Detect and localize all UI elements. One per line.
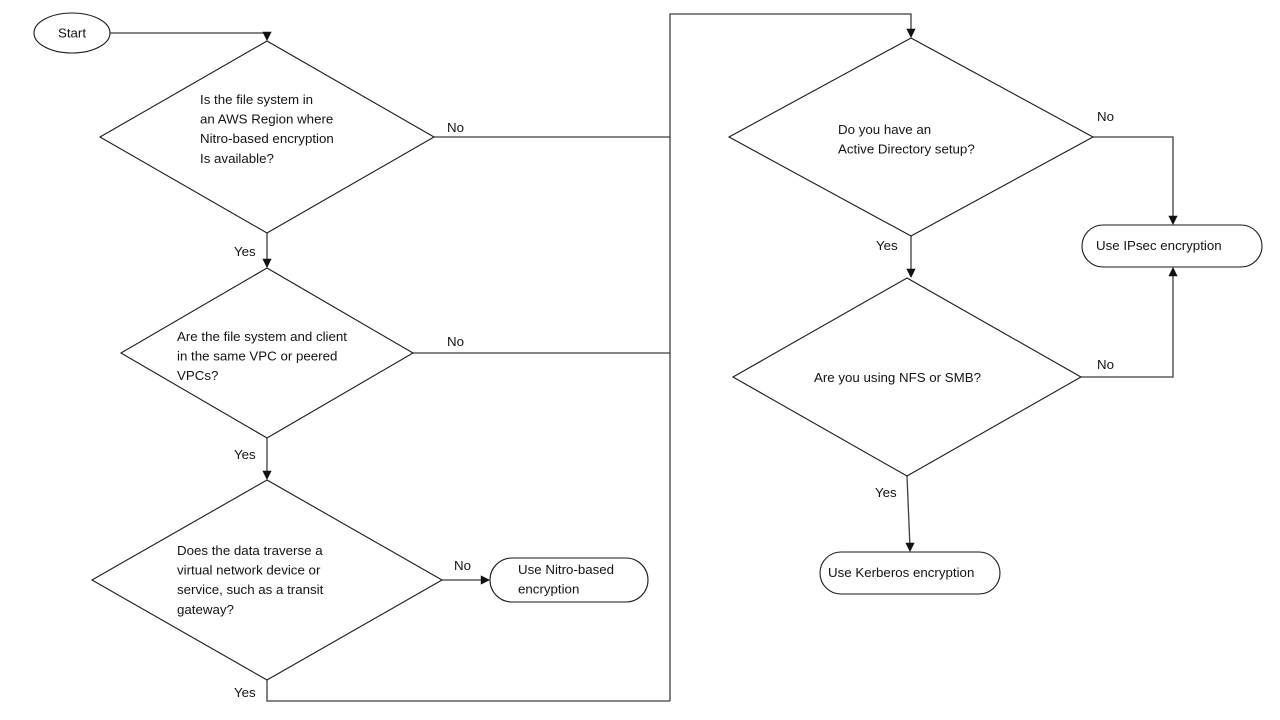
decision-nitro-region[interactable]: Is the file system in an AWS Region where… (98, 40, 436, 234)
result-nitro-based-encryption-label: Use Nitro-based encryption (518, 562, 614, 597)
decision-nitro-region-label-line: Is the file system in (200, 92, 313, 107)
decision-virtual-network-device-label-line: virtual network device or (177, 563, 321, 578)
decision-same-vpc-label-line: in the same VPC or peered (177, 349, 337, 364)
nodes-layer: Start Is the file system in an AWS Region … (33, 12, 1263, 681)
start-terminator-label: Start (58, 26, 86, 41)
edge-start-to-nitro-region (110, 31, 272, 41)
result-ipsec-encryption-label: Use IPsec encryption (1096, 238, 1222, 253)
decision-active-directory[interactable]: Do you have an Active Directory setup? (727, 37, 1095, 237)
edge-same-vpc-yes (262, 438, 272, 480)
edge-same-vpc-no-label: No (447, 334, 464, 349)
decision-same-vpc[interactable]: Are the file system and client in the sam… (119, 267, 415, 439)
result-nitro-based-encryption-shape[interactable] (489, 557, 649, 603)
decision-nfs-or-smb-label-line: Are you using NFS or SMB? (814, 370, 981, 385)
edge-nfs-or-smb-yes-arrowhead-icon (905, 542, 915, 552)
edge-virtual-network-device-no-label: No (454, 558, 471, 573)
decision-virtual-network-device-shape[interactable] (90, 479, 444, 681)
result-ipsec-encryption-shape[interactable] (1081, 224, 1263, 268)
decision-same-vpc-label-line: Are the file system and client (177, 329, 347, 344)
result-nitro-based-encryption[interactable]: Use Nitro-based encryption (489, 557, 649, 603)
edge-nfs-or-smb-no-arrowhead-icon (1168, 267, 1178, 277)
decision-virtual-network-device-label-line: Does the data traverse a (177, 543, 323, 558)
decision-nitro-region-label: Is the file system in an AWS Region where… (200, 92, 334, 166)
edge-left-riser-to-active-directory (669, 13, 916, 701)
result-kerberos-encryption-label-line: Use Kerberos encryption (828, 565, 974, 580)
edge-nfs-or-smb-no (1081, 267, 1178, 378)
decision-nitro-region-label-line: Is available? (200, 151, 274, 166)
edge-nitro-region-no-label: No (447, 120, 464, 135)
edge-nfs-or-smb-no-line (1081, 271, 1174, 378)
decision-active-directory-label: Do you have an Active Directory setup? (838, 122, 975, 157)
decision-nfs-or-smb[interactable]: Are you using NFS or SMB? (731, 277, 1083, 477)
edge-active-directory-yes-label: Yes (876, 238, 898, 253)
decision-active-directory-shape[interactable] (727, 37, 1095, 237)
start-terminator[interactable]: Start (33, 12, 111, 54)
edge-start-to-nitro-region-line (110, 32, 268, 38)
edge-virtual-network-device-yes-label: Yes (234, 685, 256, 700)
decision-same-vpc-shape[interactable] (119, 267, 415, 439)
result-nitro-based-encryption-label-line: Use Nitro-based (518, 562, 614, 577)
decision-same-vpc-label: Are the file system and client in the sam… (177, 329, 347, 383)
edge-same-vpc-yes-arrowhead-icon (262, 470, 272, 480)
decision-nitro-region-shape[interactable] (98, 40, 436, 234)
edges-layer (110, 13, 1178, 702)
decision-virtual-network-device-label-line: gateway? (177, 602, 234, 617)
result-ipsec-encryption[interactable]: Use IPsec encryption (1081, 224, 1263, 268)
edge-left-riser-to-active-directory-line (669, 13, 912, 701)
edge-virtual-network-device-no-arrowhead-icon (480, 575, 490, 585)
start-terminator-label-line: Start (58, 26, 86, 41)
decision-nfs-or-smb-shape[interactable] (731, 277, 1083, 477)
edge-active-directory-no-label: No (1097, 109, 1114, 124)
edge-active-directory-no (1093, 136, 1178, 225)
edge-active-directory-yes-arrowhead-icon (906, 268, 916, 278)
result-kerberos-encryption-label: Use Kerberos encryption (828, 565, 974, 580)
decision-nfs-or-smb-label: Are you using NFS or SMB? (814, 370, 981, 385)
start-terminator-shape[interactable] (33, 12, 111, 54)
edge-nitro-region-yes-label: Yes (234, 244, 256, 259)
edge-nitro-region-yes-arrowhead-icon (262, 258, 272, 268)
result-kerberos-encryption-shape[interactable] (819, 551, 1001, 595)
result-ipsec-encryption-label-line: Use IPsec encryption (1096, 238, 1222, 253)
edge-virtual-network-device-yes (266, 680, 670, 702)
result-nitro-based-encryption-label-line: encryption (518, 582, 579, 597)
decision-active-directory-label-line: Active Directory setup? (838, 142, 975, 157)
decision-virtual-network-device-label-line: service, such as a transit (177, 582, 324, 597)
decision-nitro-region-label-line: an AWS Region where (200, 112, 333, 127)
edge-start-to-nitro-region-arrowhead-icon (262, 31, 272, 41)
decision-virtual-network-device-label: Does the data traverse a virtual network … (177, 543, 324, 617)
edge-active-directory-yes (906, 236, 916, 278)
edge-same-vpc-yes-label: Yes (234, 447, 256, 462)
edge-virtual-network-device-yes-line (266, 680, 670, 702)
decision-virtual-network-device[interactable]: Does the data traverse a virtual network … (90, 479, 444, 681)
decision-nitro-region-label-line: Nitro-based encryption (200, 131, 334, 146)
edge-nfs-or-smb-yes (905, 475, 915, 552)
edge-left-riser-to-active-directory-arrowhead-icon (906, 28, 916, 38)
result-kerberos-encryption[interactable]: Use Kerberos encryption (819, 551, 1001, 595)
decision-same-vpc-label-line: VPCs? (177, 368, 218, 383)
decision-active-directory-label-line: Do you have an (838, 122, 931, 137)
edge-virtual-network-device-no (442, 575, 490, 585)
edge-nfs-or-smb-yes-line (906, 475, 911, 549)
edge-active-directory-no-line (1093, 136, 1174, 221)
edge-nitro-region-yes (262, 233, 272, 268)
edge-active-directory-no-arrowhead-icon (1168, 215, 1178, 225)
edge-nfs-or-smb-yes-label: Yes (875, 485, 897, 500)
edge-nfs-or-smb-no-label: No (1097, 357, 1114, 372)
